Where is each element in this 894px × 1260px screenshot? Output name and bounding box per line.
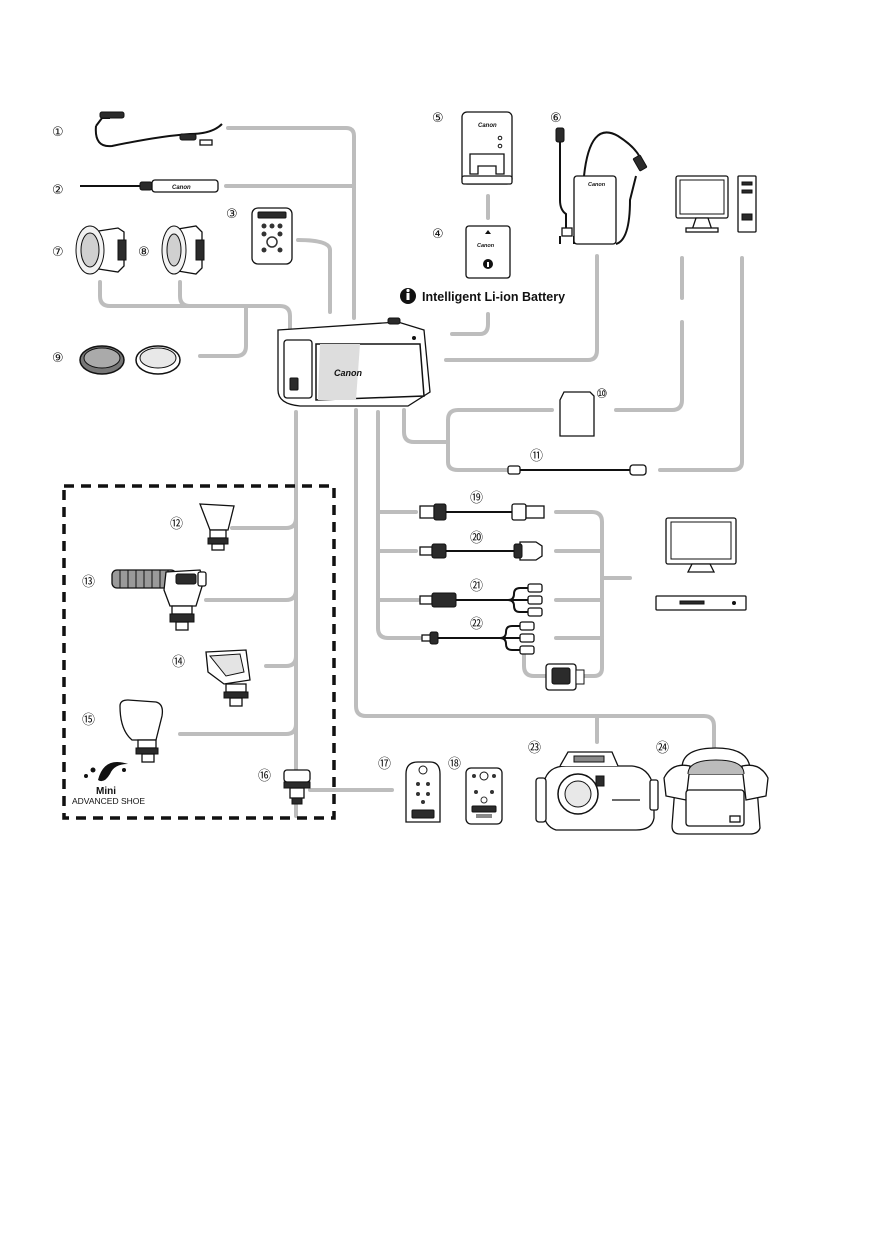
wireless-controller-icon <box>252 208 292 264</box>
tele-converter-icon <box>76 226 126 274</box>
video-flash-icon <box>206 650 250 706</box>
shotgun-microphone-icon <box>112 570 206 630</box>
label-19: ⑲ <box>470 491 483 506</box>
charger-brand: Canon <box>478 123 497 129</box>
remote-controller-18-icon <box>466 768 502 824</box>
label-16: ⑯ <box>258 769 271 784</box>
label-4: ④ <box>432 227 444 242</box>
video-light-icon <box>200 504 234 550</box>
underwater-case-icon <box>536 752 658 830</box>
wrist-strap-icon: Canon <box>80 180 218 192</box>
label-24: ㉔ <box>656 741 669 756</box>
label-23: ㉓ <box>528 741 541 756</box>
label-21: ㉑ <box>470 579 483 594</box>
label-3: ③ <box>226 207 238 222</box>
battery-charger-icon: Canon <box>462 112 512 184</box>
label-13: ⑬ <box>82 575 95 590</box>
label-20: ⑳ <box>470 531 483 546</box>
hdmi-cable-icon <box>420 504 544 520</box>
camcorder-icon: Canon <box>278 318 430 406</box>
label-12: ⑫ <box>170 517 183 532</box>
power-adapter-icon: Canon <box>556 128 647 244</box>
battery-label: Intelligent Li-ion Battery <box>400 288 565 304</box>
label-7: ⑦ <box>52 245 64 260</box>
label-11: ⑪ <box>530 449 543 464</box>
label-14: ⑭ <box>172 655 185 670</box>
wrist-strap-brand: Canon <box>172 185 191 191</box>
adapter-brand: Canon <box>588 182 606 188</box>
label-9: ⑨ <box>52 351 64 366</box>
tv-icon <box>666 518 736 572</box>
label-2: ② <box>52 183 64 198</box>
computer-icon <box>676 176 756 232</box>
filter-set-icon <box>80 346 180 374</box>
camcorder-brand: Canon <box>334 368 363 378</box>
battery-pack-icon: Canon <box>466 226 510 278</box>
recorder-icon <box>656 596 746 610</box>
surround-microphone-icon <box>120 700 162 762</box>
memory-card-icon <box>560 392 594 436</box>
shoe-adapter-icon <box>284 770 310 804</box>
usb-cable-icon <box>508 465 646 475</box>
wide-converter-icon <box>162 226 204 274</box>
shoe-logo-line2: ADVANCED SHOE <box>72 796 145 806</box>
label-17: ⑰ <box>378 757 391 772</box>
scart-adapter-icon <box>546 664 584 690</box>
label-8: ⑧ <box>138 245 150 260</box>
label-5: ⑤ <box>432 111 444 126</box>
label-22: ㉒ <box>470 617 483 632</box>
soft-carrying-case-icon <box>664 748 768 834</box>
label-6: ⑥ <box>550 111 562 126</box>
battery-label-text: Intelligent Li-ion Battery <box>422 290 565 304</box>
label-15: ⑮ <box>82 713 95 728</box>
mini-advanced-shoe-logo: Mini ADVANCED SHOE <box>72 762 145 806</box>
label-1: ① <box>52 125 64 140</box>
shoulder-strap-icon <box>96 112 222 146</box>
battery-brand: Canon <box>477 243 495 249</box>
label-10: ⑩ <box>596 387 608 402</box>
remote-controller-17-icon <box>406 762 440 822</box>
label-18: ⑱ <box>448 757 461 772</box>
